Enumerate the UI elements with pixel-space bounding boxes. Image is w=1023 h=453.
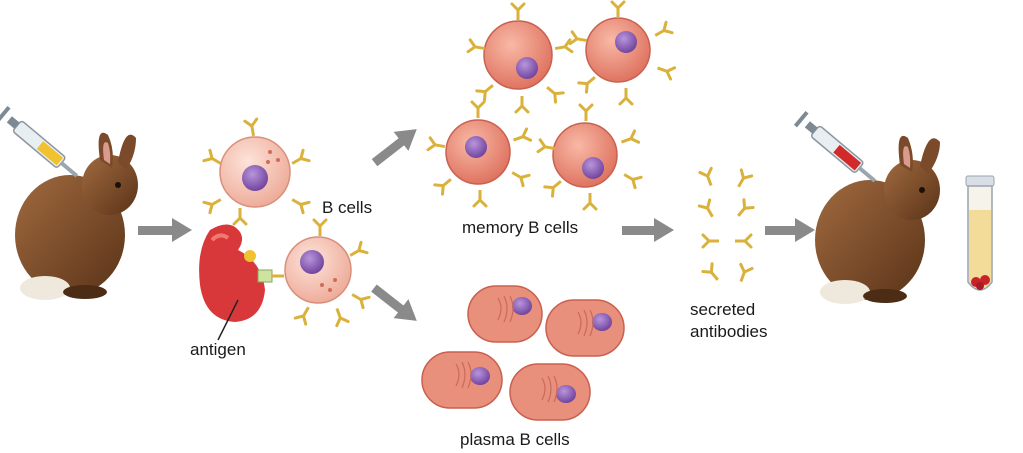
plasma-b-cell-icon — [421, 351, 503, 409]
syringe-right-icon — [793, 110, 877, 183]
memory-b-cell-icon — [426, 100, 533, 208]
memory-b-cells-label: memory B cells — [462, 218, 579, 237]
memory-b-cell-icon — [466, 2, 574, 114]
antigen-label: antigen — [190, 340, 246, 359]
rabbit-left-icon — [15, 132, 138, 300]
memory-b-cell-icon — [536, 103, 643, 211]
antibody-icon — [733, 262, 754, 285]
secreted-label-line2: antibodies — [690, 322, 768, 341]
plasma-b-cell-icon — [509, 363, 591, 421]
syringe-left-icon — [0, 105, 79, 178]
antibody-icon — [731, 168, 754, 191]
arrow-icon — [371, 129, 417, 167]
antibody-icon — [698, 166, 719, 189]
rabbit-right-icon — [815, 135, 940, 304]
b-cell-icon — [202, 117, 311, 226]
secreted-label-line1: secreted — [690, 300, 756, 319]
b-cell-icon — [284, 218, 371, 328]
arrow-icon — [138, 218, 192, 242]
arrows — [138, 129, 815, 321]
antibody-icon — [701, 262, 724, 286]
arrow-icon — [371, 284, 417, 321]
b-cells-label: B cells — [322, 198, 373, 217]
memory-b-cell-icon — [568, 0, 677, 106]
antibody-icon — [735, 233, 753, 249]
antibody-icon — [732, 198, 755, 222]
antibody-icon — [697, 198, 720, 221]
plasma-b-cell-icon — [467, 285, 543, 343]
antigen-icon — [199, 224, 284, 341]
plasma-b-cell-icon — [545, 299, 625, 357]
arrow-icon — [622, 218, 674, 242]
plasma-b-cells-label: plasma B cells — [460, 430, 570, 449]
arrow-icon — [765, 218, 815, 242]
secreted-antibodies — [697, 166, 755, 286]
test-tube-icon — [965, 175, 995, 291]
antibody-icon — [701, 233, 719, 249]
